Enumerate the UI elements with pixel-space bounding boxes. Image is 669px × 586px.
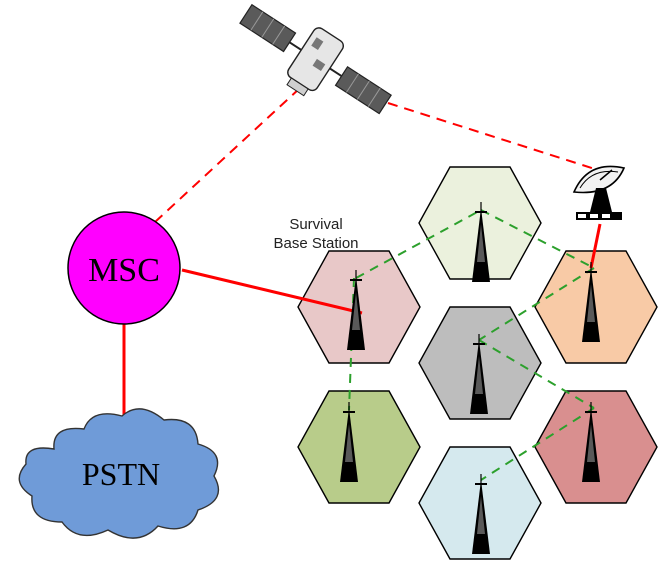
cell-upper-right xyxy=(534,250,658,364)
pstn-label: PSTN xyxy=(82,456,160,492)
msc-circle xyxy=(67,211,181,325)
cell-tower-icon xyxy=(340,402,358,482)
cell-towers xyxy=(340,202,600,554)
cell-tower-icon xyxy=(582,402,600,482)
cloud-icon xyxy=(18,408,220,539)
wired-links xyxy=(122,223,602,432)
satellite-dish-icon xyxy=(572,165,626,220)
msc-satellite-link xyxy=(154,87,301,223)
cell-lower-left xyxy=(297,390,421,504)
cell-tower-icon xyxy=(347,270,365,350)
link-center-lowerright xyxy=(478,339,595,409)
cell-tower-icon xyxy=(582,262,600,342)
cell-tower-icon xyxy=(472,474,490,554)
cell-tower-icon xyxy=(470,334,488,414)
link-upperleft-top xyxy=(355,209,482,279)
link-top-upperright xyxy=(480,209,595,269)
msc-node: MSC xyxy=(67,211,181,325)
cell-tower-icon xyxy=(472,202,490,282)
survival-base-station-label: Survival Base Station xyxy=(273,216,358,252)
msc-label: MSC xyxy=(88,252,160,289)
satellite-dish-link xyxy=(387,102,599,171)
cell-lower-right xyxy=(534,390,658,504)
link-upperright-center xyxy=(478,267,595,341)
satellite-icon xyxy=(239,3,392,115)
survival-label-line2: Base Station xyxy=(273,235,358,252)
pstn-node: PSTN xyxy=(18,408,220,539)
msc-survival-station-link xyxy=(181,268,363,315)
satellite-links xyxy=(154,87,599,223)
survival-label-line1: Survival xyxy=(289,216,342,233)
link-lowerright-bottom xyxy=(480,407,595,481)
dish-tower-link xyxy=(589,223,602,269)
